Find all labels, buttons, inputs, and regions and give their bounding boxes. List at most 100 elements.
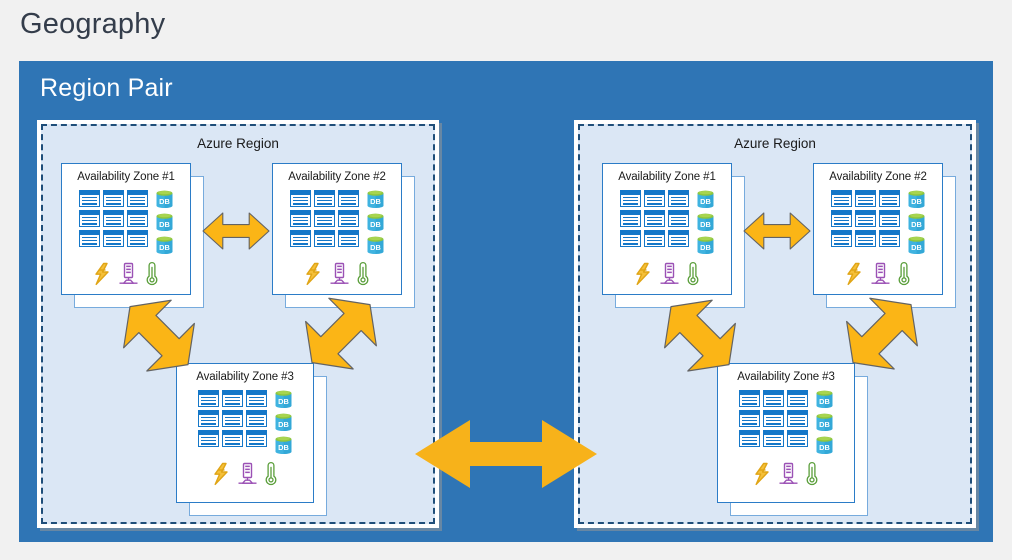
database-icon: DB — [815, 413, 834, 432]
page-title: Geography — [20, 8, 166, 40]
thermometer-icon — [897, 261, 911, 286]
server-icon — [830, 190, 852, 207]
server-icon — [197, 390, 219, 407]
server-icon — [619, 230, 641, 247]
availability-zone-resources: DB DB DB — [177, 390, 313, 455]
availability-zone-infrastructure-icons — [603, 261, 731, 286]
server-icon — [245, 410, 267, 427]
svg-text:DB: DB — [819, 420, 830, 429]
svg-text:DB: DB — [159, 197, 170, 206]
svg-text:DB: DB — [911, 197, 922, 206]
svg-text:DB: DB — [819, 443, 830, 452]
svg-text:DB: DB — [819, 397, 830, 406]
server-icon — [830, 230, 852, 247]
availability-zone-infrastructure-icons — [814, 261, 942, 286]
server-icon — [245, 430, 267, 447]
server-icon — [643, 210, 665, 227]
server-icon — [197, 430, 219, 447]
server-icon — [78, 190, 100, 207]
svg-text:DB: DB — [278, 397, 289, 406]
svg-text:DB: DB — [911, 243, 922, 252]
server-grid — [289, 190, 359, 247]
availability-zone-title: Availability Zone #3 — [196, 371, 294, 383]
server-icon — [878, 230, 900, 247]
server-icon — [667, 210, 689, 227]
server-icon — [854, 210, 876, 227]
server-icon — [738, 430, 760, 447]
database-icon: DB — [366, 213, 385, 232]
server-icon — [619, 210, 641, 227]
server-grid — [738, 390, 808, 447]
thermometer-icon — [686, 261, 700, 286]
power-icon — [304, 262, 323, 286]
svg-text:DB: DB — [159, 220, 170, 229]
region-pair-title: Region Pair — [40, 74, 173, 102]
database-icon: DB — [274, 390, 293, 409]
availability-zone-infrastructure-icons — [177, 461, 313, 486]
availability-zone-infrastructure-icons — [62, 261, 190, 286]
connector-right-zone2-zone3 — [841, 297, 923, 370]
database-icon: DB — [155, 236, 174, 255]
power-icon — [212, 462, 231, 486]
availability-zone-card[interactable]: Availability Zone #3 DB DB DB — [176, 363, 314, 503]
server-icon — [738, 390, 760, 407]
server-icon — [126, 210, 148, 227]
database-icon: DB — [907, 236, 926, 255]
server-icon — [221, 430, 243, 447]
server-icon — [830, 210, 852, 227]
connector-right-zone1-zone3 — [659, 299, 741, 372]
availability-zone-left-3[interactable]: Availability Zone #3 DB DB DB — [176, 363, 327, 516]
server-grid — [197, 390, 267, 447]
server-icon — [126, 230, 148, 247]
server-rack-icon — [778, 462, 799, 486]
connector-right-zone1-zone2 — [743, 212, 811, 250]
svg-text:DB: DB — [159, 243, 170, 252]
server-icon — [619, 190, 641, 207]
server-icon — [102, 210, 124, 227]
availability-zone-resources: DB DB DB — [718, 390, 854, 455]
server-icon — [313, 210, 335, 227]
database-icon: DB — [696, 236, 715, 255]
database-icon: DB — [366, 190, 385, 209]
svg-text:DB: DB — [370, 243, 381, 252]
server-icon — [854, 230, 876, 247]
database-icon: DB — [155, 213, 174, 232]
server-icon — [762, 410, 784, 427]
server-icon — [738, 410, 760, 427]
database-icon: DB — [274, 413, 293, 432]
azure-region-left-label: Azure Region — [197, 136, 279, 151]
server-icon — [667, 230, 689, 247]
svg-text:DB: DB — [700, 220, 711, 229]
server-icon — [313, 190, 335, 207]
thermometer-icon — [805, 461, 819, 486]
azure-region-right-label: Azure Region — [734, 136, 816, 151]
svg-text:DB: DB — [278, 443, 289, 452]
availability-zone-resources: DB DB DB — [273, 190, 401, 255]
server-icon — [643, 230, 665, 247]
svg-text:DB: DB — [370, 220, 381, 229]
server-grid — [78, 190, 148, 247]
server-icon — [78, 210, 100, 227]
server-icon — [786, 430, 808, 447]
server-icon — [197, 410, 219, 427]
server-icon — [878, 190, 900, 207]
thermometer-icon — [356, 261, 370, 286]
database-icon: DB — [366, 236, 385, 255]
availability-zone-infrastructure-icons — [273, 261, 401, 286]
database-icon: DB — [907, 213, 926, 232]
server-icon — [643, 190, 665, 207]
svg-text:DB: DB — [911, 220, 922, 229]
database-icon: DB — [274, 436, 293, 455]
